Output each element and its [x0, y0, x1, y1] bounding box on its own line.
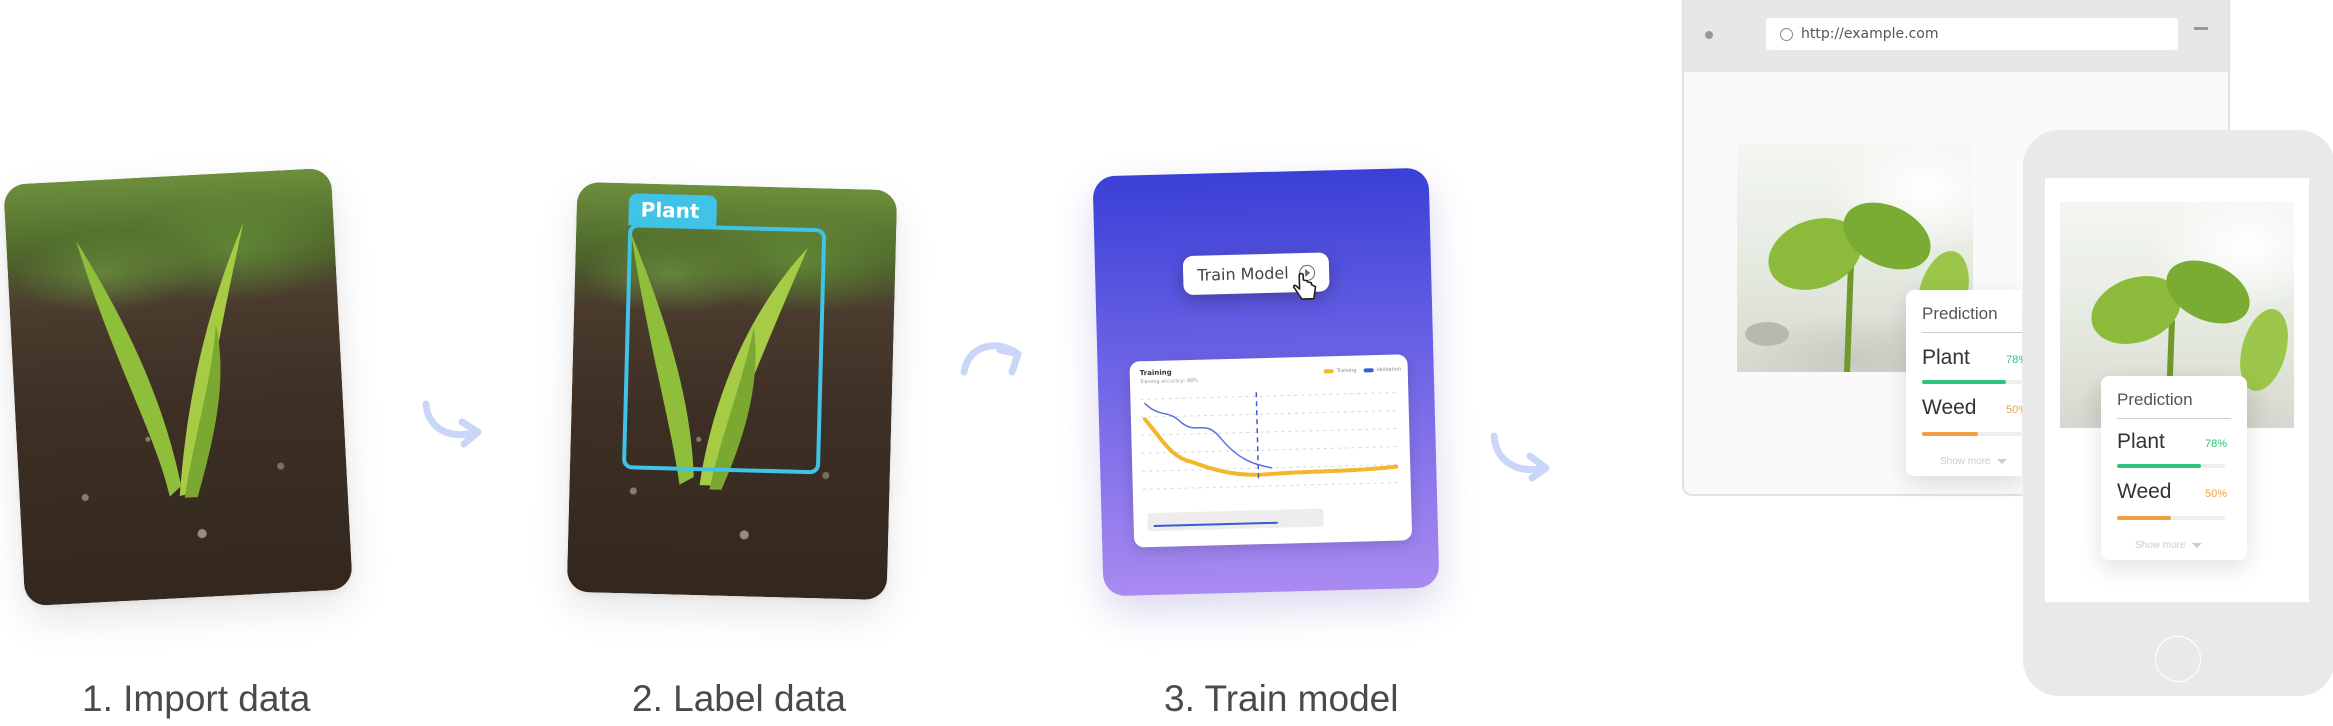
class-name-plant: Plant [2117, 430, 2165, 453]
divider [2117, 418, 2231, 419]
bounding-box[interactable] [621, 223, 827, 475]
legend-training: Training [1336, 367, 1357, 375]
chart-legend: Training Validation [1323, 366, 1402, 375]
train-model-label: Train Model [1196, 263, 1289, 285]
legend-validation: Validation [1376, 366, 1402, 374]
window-dot-icon [1705, 31, 1713, 39]
class-name-weed: Weed [2117, 480, 2172, 503]
training-curves [1140, 392, 1401, 490]
label-data-photo: Plant [566, 181, 898, 601]
class-name-weed: Weed [1922, 396, 1977, 419]
label-tag: Plant [628, 193, 718, 228]
hand-cursor-icon [1292, 272, 1317, 300]
seedling-illustration [76, 222, 244, 498]
train-model-card: Train Model Training Training accuracy: … [1092, 167, 1440, 597]
address-bar[interactable]: http://example.com [1766, 18, 2178, 50]
confidence-fill-weed [2117, 516, 2171, 520]
divider [1922, 332, 2022, 333]
seedling-illustration [2091, 260, 2288, 428]
url-text: http://example.com [1801, 26, 1939, 42]
browser-toolbar: http://example.com [1684, 0, 2228, 72]
globe-icon [1780, 27, 1793, 41]
prediction-title: Prediction [1922, 304, 1998, 323]
chart-title: Training [1139, 368, 1172, 378]
minimize-icon[interactable] [2194, 27, 2208, 30]
confidence-bar-plant [2117, 464, 2225, 468]
show-more-label: Show more [2135, 540, 2186, 551]
progress-track [1147, 508, 1324, 532]
show-more-label: Show more [1940, 456, 1991, 467]
confidence-bar-weed [1922, 432, 2022, 436]
confidence-fill-weed [1922, 432, 1978, 436]
class-percent-weed: 50% [2006, 404, 2029, 416]
prediction-title: Prediction [2117, 390, 2193, 409]
chevron-down-icon [2191, 543, 2202, 548]
class-percent-weed: 50% [2205, 488, 2228, 500]
import-data-photo [3, 167, 353, 607]
chevron-down-icon [1996, 459, 2007, 464]
phone-prediction-card: Prediction Plant 78% Weed 50% Show more [2101, 376, 2247, 560]
arrow-icon [422, 400, 482, 448]
browser-prediction-card: Prediction Plant 78% Weed 50% Show more [1906, 290, 2028, 476]
class-percent-plant: 78% [2205, 438, 2228, 450]
step-label-train: 3. Train model [1164, 678, 1399, 719]
arrow-icon [960, 342, 1022, 376]
home-button[interactable] [2155, 636, 2201, 682]
class-percent-plant: 78% [2006, 354, 2029, 366]
confidence-bar-plant [1922, 380, 2022, 384]
class-name-plant: Plant [1922, 346, 1970, 369]
show-more-link[interactable]: Show more [1940, 456, 2007, 467]
seedling-illustration [631, 233, 808, 490]
confidence-fill-plant [2117, 464, 2201, 468]
training-chart-panel: Training Training accuracy: 98% Training… [1129, 354, 1413, 548]
chart-subtitle: Training accuracy: 98% [1139, 377, 1198, 386]
show-more-link[interactable]: Show more [2135, 540, 2202, 551]
step-label-import: 1. Import data [82, 678, 311, 719]
confidence-fill-plant [1922, 380, 2006, 384]
confidence-bar-weed [2117, 516, 2225, 520]
arrow-icon [1490, 432, 1550, 482]
step-label-label: 2. Label data [632, 678, 846, 719]
